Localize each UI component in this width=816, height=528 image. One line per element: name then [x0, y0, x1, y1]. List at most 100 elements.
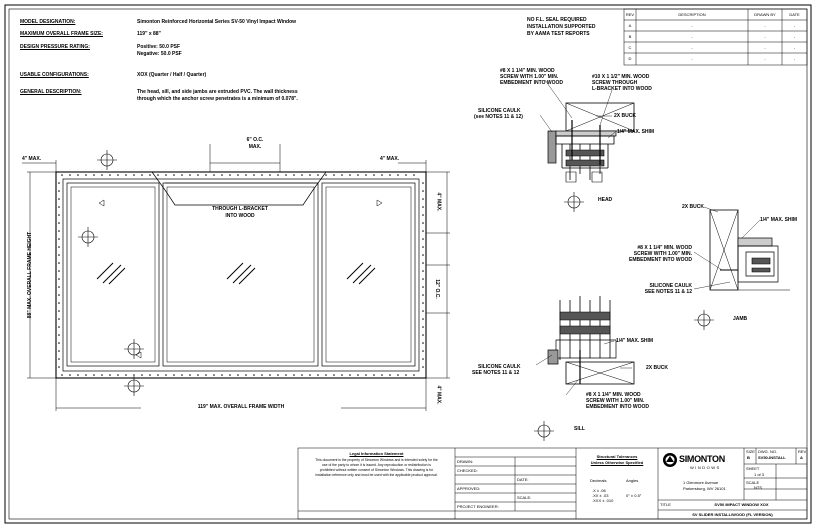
anchor-dot: [309, 174, 311, 176]
head-screw2-1: #10 X 1 1/2" MIN. WOOD: [592, 74, 650, 80]
sill-buck: 2X BUCK: [646, 365, 668, 371]
anchor-dot: [197, 374, 199, 376]
dim-top-left: 4" MAX.: [22, 156, 42, 162]
legal-text-2: use of the party to whom it is issued. A…: [322, 463, 431, 467]
revision-cell: -: [764, 56, 766, 61]
company-name: SIMONTON: [679, 454, 725, 464]
anchor-dot: [69, 374, 71, 376]
anchor-dot: [422, 222, 424, 224]
anchor-dot: [285, 374, 287, 376]
anchor-dot: [58, 318, 60, 320]
anchor-dot: [58, 262, 60, 264]
tol-val-2: .XX ± .03: [592, 493, 609, 498]
seal-note-1: NO F.L. SEAL REQUIRED: [527, 17, 587, 23]
revision-cell: -: [793, 45, 796, 50]
company-sub: WINDOWS: [690, 465, 721, 470]
seal-note-3: BY AAMA TEST REPORTS: [527, 31, 590, 37]
anchor-dot: [77, 374, 79, 376]
anchor-dot: [317, 174, 319, 176]
anchor-dot: [109, 174, 111, 176]
anchor-dot: [293, 374, 295, 376]
anchor-dot: [149, 374, 151, 376]
field-approved: APPROVED:: [457, 486, 481, 491]
revision-cell: -: [793, 23, 796, 28]
anchor-dot: [149, 174, 151, 176]
dim-spacing-1: 6" O.C.: [246, 137, 264, 143]
sill-caulk-1: SILICONE CAULK: [478, 364, 521, 370]
dwg-label: DWG. NO.: [758, 449, 778, 454]
leader-lines: [535, 79, 761, 396]
anchor-dot: [277, 174, 279, 176]
field-drawn: DRAWN:: [457, 459, 474, 464]
anchor-dot: [285, 174, 287, 176]
title-block-grid: [297, 447, 808, 520]
anchor-dot: [245, 174, 247, 176]
anchor-dot: [405, 374, 407, 376]
head-title: HEAD: [598, 197, 613, 203]
anchor-dot: [61, 174, 63, 176]
sill-caulk-2: SEE NOTES 11 & 12: [472, 370, 520, 376]
anchor-dot: [277, 374, 279, 376]
anchor-dot: [221, 374, 223, 376]
anchor-dot: [77, 174, 79, 176]
description-label: GENERAL DESCRIPTION:: [20, 89, 82, 95]
field-date: DATE:: [517, 477, 529, 482]
anchor-dot: [349, 374, 351, 376]
design-pressure-label: DESIGN PRESSURE RATING:: [20, 44, 90, 50]
scale-label: SCALE: [746, 480, 760, 485]
elevation-dimensions: [22, 144, 450, 411]
anchor-dot: [422, 350, 424, 352]
anchor-dot: [221, 174, 223, 176]
rev-label: REV: [798, 449, 807, 454]
anchor-dot: [173, 174, 175, 176]
revision-cell: A: [628, 23, 632, 28]
revision-cell: -: [764, 34, 766, 39]
head-screw1-2: SCREW WITH 1.00" MIN.: [500, 74, 559, 80]
revision-cell: -: [793, 34, 796, 39]
head-screw1-1: #8 X 1 1/4" MIN. WOOD: [500, 68, 555, 74]
sill-title: SILL: [574, 426, 585, 432]
dim-right-mid: 12" O.C.: [433, 279, 440, 299]
sheet-label: SHEET: [746, 466, 760, 471]
anchor-dot: [422, 318, 424, 320]
anchor-dot: [189, 374, 191, 376]
head-caulk-1: SILICONE CAULK: [478, 108, 521, 114]
anchor-dot: [269, 174, 271, 176]
head-shim: 1/4" MAX. SHIM: [617, 129, 655, 135]
dim-spacing-2: MAX.: [248, 144, 262, 150]
anchor-dot: [422, 334, 424, 336]
anchor-dot: [85, 174, 87, 176]
revision-table-grid: [623, 8, 808, 66]
jamb-buck: 2X BUCK: [682, 204, 704, 210]
anchor-dot: [133, 374, 135, 376]
outer-border: [4, 4, 812, 524]
anchor-dot: [373, 174, 375, 176]
anchor-dot: [117, 174, 119, 176]
legal-title: Legal Information Statement: [349, 451, 404, 456]
section-markers: [78, 150, 714, 441]
revision-cell: D: [628, 56, 632, 61]
dim-width-label: 119" MAX. OVERALL FRAME WIDTH: [141, 404, 341, 410]
design-pressure-positive: Positive: 50.0 PSF: [137, 44, 181, 50]
anchor-dot: [422, 310, 424, 312]
jamb-screw-2: SCREW WITH 1.00" MIN.: [633, 251, 692, 257]
field-project: PROJECT ENGINEER:: [457, 504, 499, 509]
anchor-dot: [165, 174, 167, 176]
anchor-dot: [317, 374, 319, 376]
legal-text-1: This document is the property of Simonto…: [315, 458, 438, 462]
anchor-dot: [422, 246, 424, 248]
sill-screw-3: EMBEDMENT INTO WOOD: [586, 404, 649, 410]
anchor-dot: [422, 294, 424, 296]
anchor-dot: [58, 214, 60, 216]
bracket-note-1: THROUGH L-BRACKET: [212, 206, 268, 212]
head-screw2-3: L-BRACKET INTO WOOD: [592, 86, 652, 92]
anchor-dot: [93, 374, 95, 376]
anchor-dot: [422, 278, 424, 280]
anchor-dot: [58, 206, 60, 208]
anchor-dot: [309, 374, 311, 376]
drawing-title: SV50 IMPACT WINDOW XOX: [714, 502, 769, 507]
anchor-dot: [333, 174, 335, 176]
head-detail-graphic: [547, 102, 635, 183]
